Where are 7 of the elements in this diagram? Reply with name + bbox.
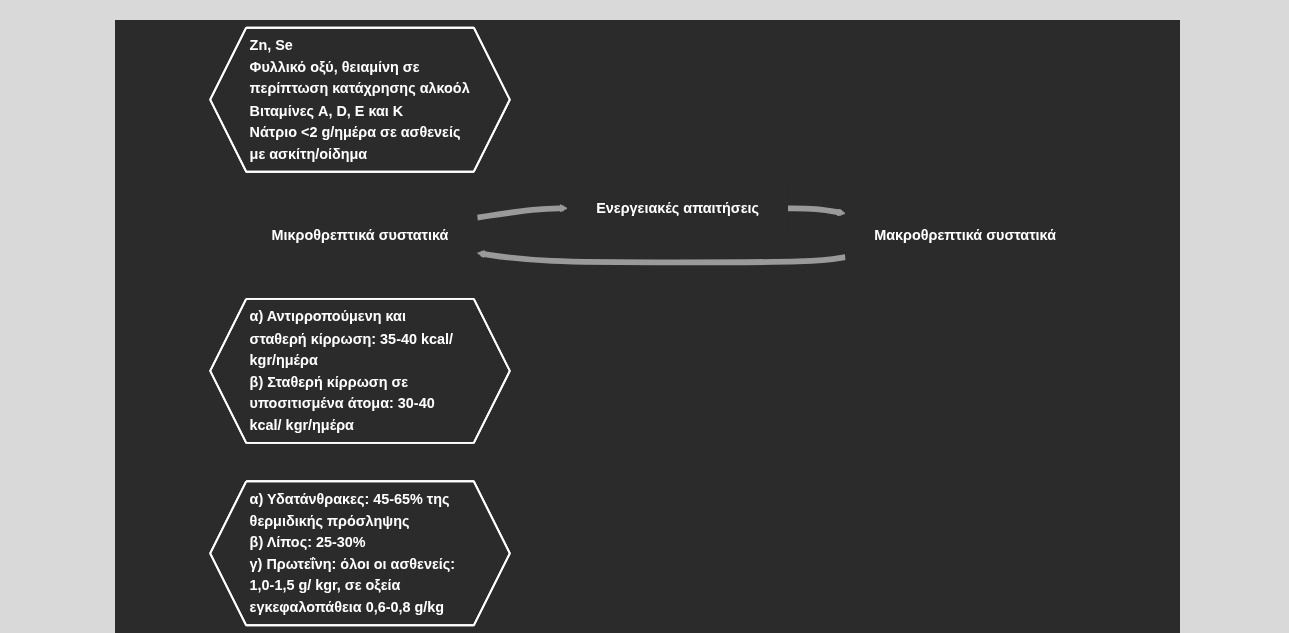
node-text: Μακροθρεπτικά συστατικά xyxy=(874,226,1057,243)
arrow xyxy=(476,204,568,221)
panel-background: Zn, Se Φυλλικό οξύ, θειαμίνη σε περίπτωση κατάχρησης αλκοόλ Βιταμίνες A, D, E και K Νάτριο <2 g/ημέρα σε ασθενείς με ασκίτη/οίδημα Μικροθρεπτικά συστατικά Ενεργειακές απαιτήσεις α) Αντιρροπούμενη και σταθερή κίρρωση: 35-40 kcal/ kgr/ημέρα β) Σταθερή κίρρωση σε υποσιτισμένα άτομα: 30-40 kcal/ kgr/ημέρα α) Υδατάνθρακες: 45-65% της θερμιδικής πρόσληψης β) Λίπος: 25-30% γ) Πρωτεΐνη: όλοι οι ασθενείς: 1,0-1,5 g/ kgr, σε οξεία εγκεφαλοπάθεια 0,6-0,8 g/kg Μακροθρεπτικά συστατικά xyxy=(115,20,1180,633)
node-text: Μικροθρεπτικά συστατικά xyxy=(271,226,449,243)
node-text: Ενεργειακές απαιτήσεις xyxy=(596,199,760,216)
arrow xyxy=(787,205,846,217)
arrow xyxy=(476,250,846,266)
